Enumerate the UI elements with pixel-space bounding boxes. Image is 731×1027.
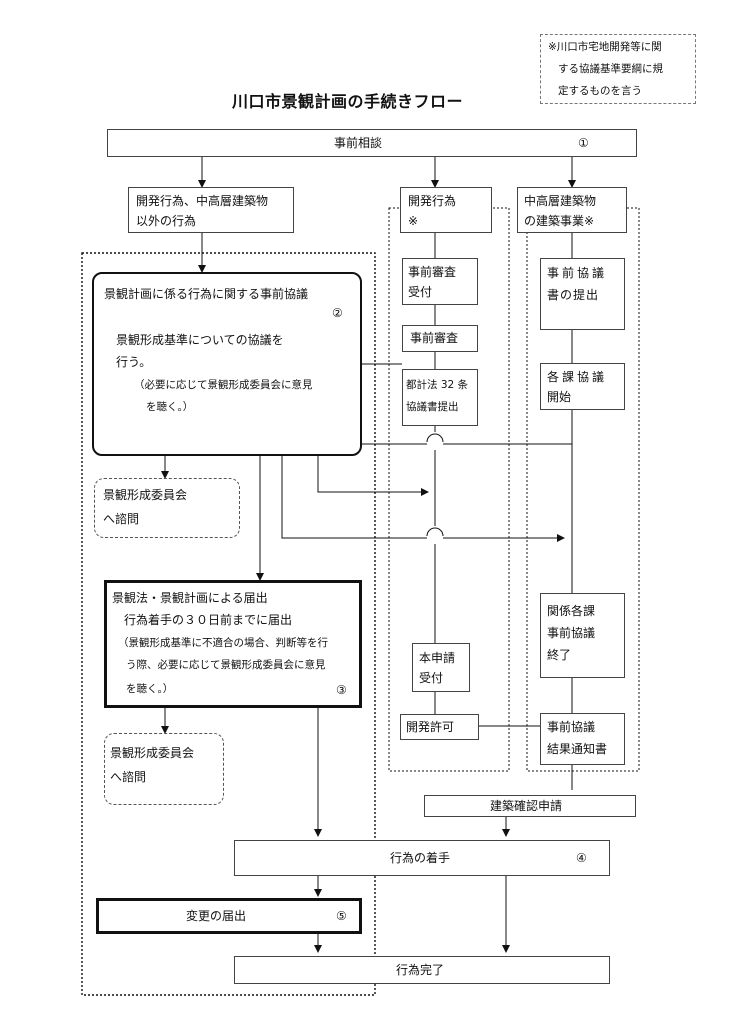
committee-referral-1-line-2: へ諮問 bbox=[103, 512, 140, 526]
change-notice-label: 変更の届出 bbox=[186, 909, 247, 923]
highrise-notice-line-1: 事前協議 bbox=[547, 720, 596, 734]
completion-label: 行為完了 bbox=[396, 963, 445, 977]
notification-line-4: う際、必要に応じて景観形成委員会に意見 bbox=[126, 659, 326, 671]
other-acts-box bbox=[128, 187, 294, 233]
art32-line-2: 協議書提出 bbox=[406, 401, 459, 413]
prereview-accept-line-1: 事前審査 bbox=[408, 265, 457, 279]
main-application-line-1: 本申請 bbox=[419, 651, 456, 665]
main-application-box bbox=[412, 643, 470, 692]
prereview-accept-line-2: 受付 bbox=[408, 285, 433, 299]
prior-consultation-label: 事前相談 bbox=[334, 136, 383, 150]
landscape-consult-line-1: 景観形成基準についての協議を bbox=[116, 333, 284, 347]
highrise-done-line-2: 事前協議 bbox=[547, 626, 596, 640]
highrise-start-box bbox=[540, 363, 625, 410]
landscape-consult-title: 景観計画に係る行為に関する事前協議 bbox=[104, 287, 309, 301]
prereview-accept-box bbox=[402, 258, 478, 305]
notification-box bbox=[104, 580, 362, 708]
art32-box bbox=[402, 369, 478, 426]
landscape-consult-box bbox=[92, 272, 362, 456]
landscape-consult-line-3: （必要に応じて景観形成委員会に意見 bbox=[134, 379, 313, 391]
landscape-consult-line-2: 行う。 bbox=[116, 355, 152, 369]
step-number-3: ③ bbox=[336, 683, 347, 697]
highrise-notice-line-2: 結果通知書 bbox=[547, 742, 608, 756]
notification-line-2: 行為着手の３０日前までに届出 bbox=[124, 613, 293, 627]
prior-consultation-box bbox=[107, 129, 637, 157]
highrise-header-line-1: 中高層建築物 bbox=[524, 194, 597, 208]
committee-referral-box-2 bbox=[104, 733, 224, 805]
highrise-done-line-1: 関係各課 bbox=[547, 604, 596, 618]
highrise-start-line-2: 開始 bbox=[547, 390, 572, 404]
development-header-box bbox=[400, 187, 492, 233]
step-number-4: ④ bbox=[576, 851, 587, 865]
notification-line-1: 景観法・景観計画による届出 bbox=[112, 591, 268, 605]
step-number-5: ⑤ bbox=[336, 909, 347, 923]
development-permit-box bbox=[400, 714, 479, 740]
committee-referral-2-line-2: へ諮問 bbox=[110, 770, 147, 784]
step-number-2: ② bbox=[332, 306, 343, 320]
other-acts-line-1: 開発行為、中高層建築物 bbox=[136, 194, 269, 208]
highrise-submit-box bbox=[540, 258, 625, 330]
step-number-1: ① bbox=[578, 136, 589, 150]
highrise-submit-line-2: 書の提出 bbox=[547, 288, 600, 302]
art32-line-1: 都計法 32 条 bbox=[406, 379, 469, 391]
footnote-line-2: する協議基準要綱に規 bbox=[558, 63, 663, 75]
highrise-header-line-2: の建築事業※ bbox=[524, 214, 595, 228]
committee-referral-box-1 bbox=[94, 478, 240, 538]
footnote-box bbox=[540, 34, 696, 104]
main-application-line-2: 受付 bbox=[419, 671, 444, 685]
change-notice-box bbox=[96, 898, 362, 934]
start-of-act-box bbox=[234, 840, 610, 876]
highrise-notice-box bbox=[540, 713, 625, 765]
landscape-consult-line-4: を聴く。） bbox=[146, 401, 194, 413]
building-confirmation-box bbox=[424, 795, 636, 817]
committee-referral-1-line-1: 景観形成委員会 bbox=[103, 488, 188, 502]
highrise-done-box bbox=[540, 593, 625, 678]
footnote-line-1: ※川口市宅地開発等に関 bbox=[548, 41, 662, 53]
prereview-label: 事前審査 bbox=[410, 331, 459, 345]
highrise-done-line-3: 終了 bbox=[547, 648, 572, 662]
page-title: 川口市景観計画の手続きフロー bbox=[232, 92, 464, 111]
prereview-box bbox=[402, 325, 478, 352]
development-header-line-2: ※ bbox=[408, 214, 419, 228]
notification-line-5: を聴く。） bbox=[126, 683, 174, 695]
development-permit-label: 開発許可 bbox=[406, 720, 455, 734]
building-confirmation-label: 建築確認申請 bbox=[490, 799, 563, 813]
highrise-submit-line-1: 事前協議 bbox=[547, 266, 608, 280]
highrise-start-line-1: 各課協議 bbox=[547, 370, 608, 384]
development-header-line-1: 開発行為 bbox=[408, 194, 457, 208]
committee-referral-2-line-1: 景観形成委員会 bbox=[110, 746, 195, 760]
footnote-line-3: 定するものを言う bbox=[558, 85, 642, 97]
other-acts-line-2: 以外の行為 bbox=[136, 214, 197, 228]
highrise-header-box bbox=[517, 187, 627, 233]
completion-box bbox=[234, 956, 610, 984]
notification-line-3: （景観形成基準に不適合の場合、判断等を行 bbox=[118, 637, 328, 649]
start-of-act-label: 行為の着手 bbox=[390, 851, 451, 865]
